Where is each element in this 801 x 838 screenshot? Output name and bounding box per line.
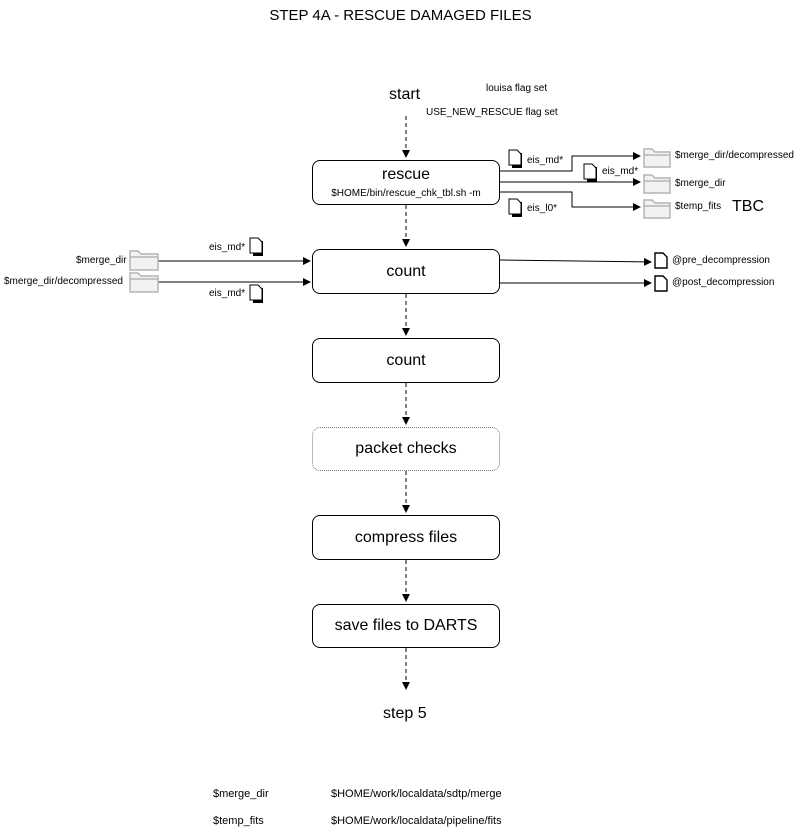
target-dir-label: $temp_fits: [675, 201, 722, 212]
step-rescue: rescue $HOME/bin/rescue_chk_tbl.sh -m: [312, 160, 500, 205]
step-label: count: [386, 351, 426, 369]
file-icon: [654, 275, 668, 292]
target-dir-label: $merge_dir/decompressed: [675, 150, 794, 161]
legend-value: $HOME/work/localdata/pipeline/fits: [331, 815, 502, 827]
folder-icon: [129, 272, 159, 293]
end-label: step 5: [383, 705, 427, 722]
step-label: save files to DARTS: [334, 617, 478, 634]
legend-value: $HOME/work/localdata/sdtp/merge: [331, 788, 502, 800]
step-compress-files: compress files: [312, 515, 500, 560]
file-label: eis_md*: [527, 155, 564, 166]
file-icon: [508, 198, 522, 217]
flag-note: louisa flag set: [486, 83, 548, 94]
step-label: compress files: [354, 528, 458, 546]
file-label: eis_md*: [209, 288, 246, 299]
legend-key: $temp_fits: [213, 815, 264, 827]
step-label: rescue: [381, 166, 431, 183]
step-label: count: [386, 262, 426, 280]
step-label: packet checks: [355, 440, 457, 457]
source-dir-label: $merge_dir/decompressed: [4, 276, 123, 287]
step-count-1: count: [312, 249, 500, 294]
file-label: eis_md*: [602, 166, 639, 177]
rescue-output-connector-3: [500, 191, 641, 211]
start-label: start: [389, 86, 421, 103]
file-icon: [249, 284, 263, 303]
step-count-2: count: [312, 338, 500, 383]
file-label: eis_md*: [209, 242, 246, 253]
diagram-title: STEP 4A - RESCUE DAMAGED FILES: [269, 7, 532, 24]
count-output-connector-1: [499, 257, 652, 266]
output-var-label: @post_decompression: [672, 277, 775, 288]
step-command: $HOME/bin/rescue_chk_tbl.sh -m: [331, 188, 481, 199]
step-packet-checks: packet checks: [312, 427, 500, 471]
file-icon: [249, 237, 263, 256]
tbc-note: TBC: [732, 198, 764, 215]
file-label: eis_l0*: [527, 203, 558, 214]
legend-key: $merge_dir: [213, 788, 269, 800]
output-var-label: @pre_decompression: [672, 255, 770, 266]
folder-icon: [643, 199, 671, 219]
file-icon: [583, 163, 597, 182]
source-dir-label: $merge_dir: [76, 255, 127, 266]
rescue-output-connector-1: [500, 152, 641, 172]
target-dir-label: $merge_dir: [675, 178, 726, 189]
flag-note: USE_NEW_RESCUE flag set: [426, 107, 558, 118]
file-icon: [508, 149, 522, 168]
folder-icon: [129, 250, 159, 271]
step-save-files: save files to DARTS: [312, 604, 500, 648]
folder-icon: [643, 174, 671, 194]
file-icon: [654, 252, 668, 269]
folder-icon: [643, 148, 671, 168]
